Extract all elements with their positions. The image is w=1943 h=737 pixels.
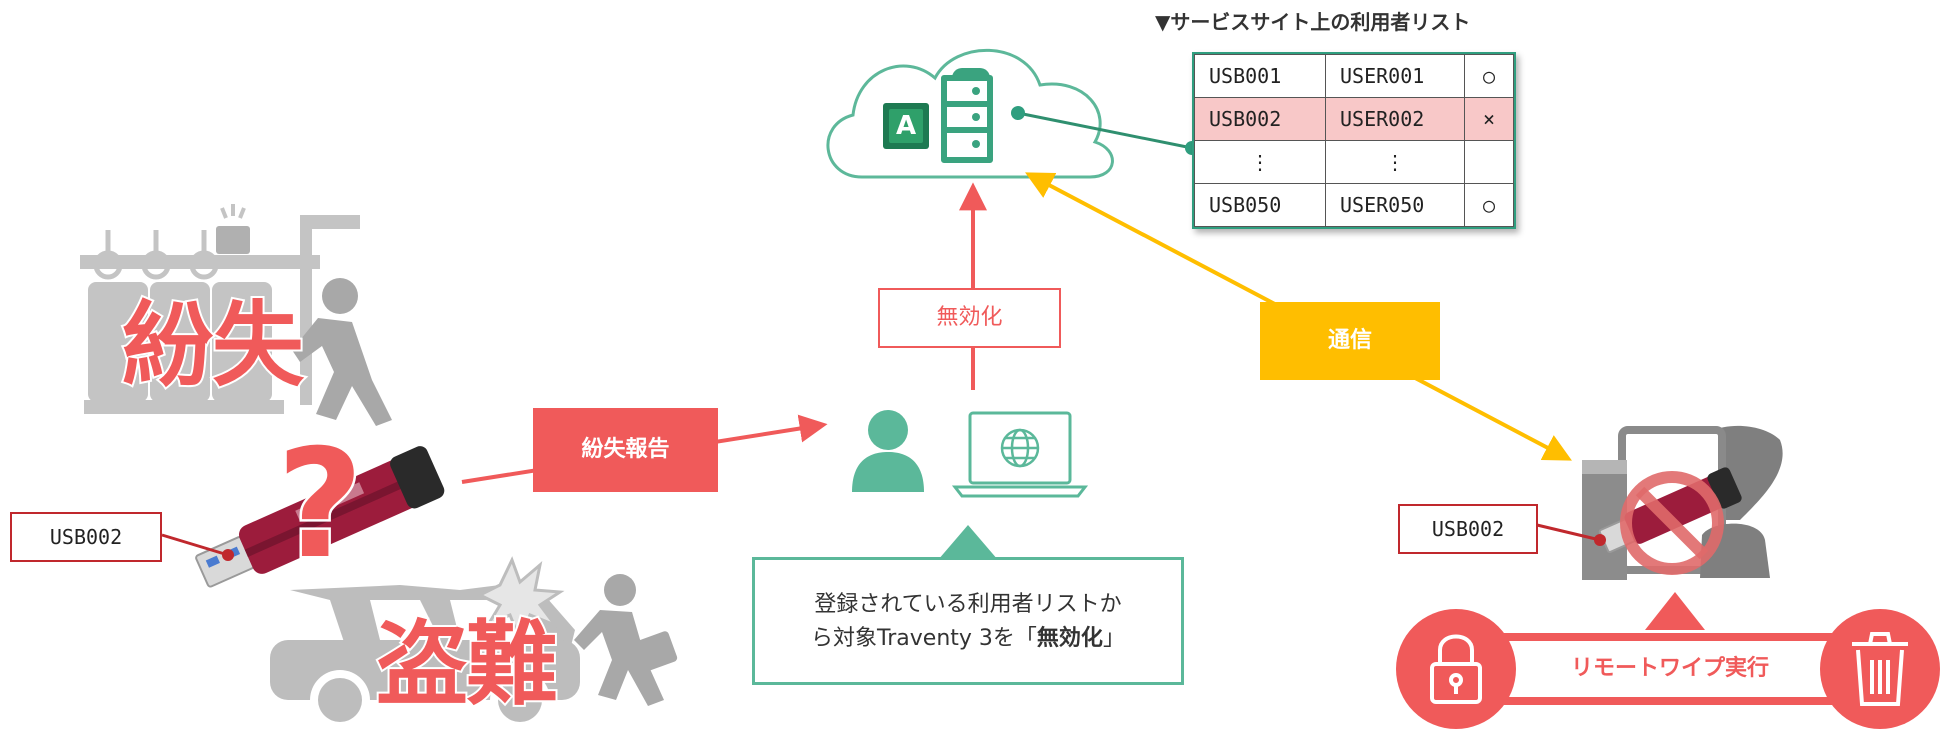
table-row: ⋮⋮ — [1194, 140, 1514, 184]
usb-id-cell: USB050 — [1194, 183, 1326, 227]
callout-pointer — [938, 525, 998, 560]
remote-wipe-label: リモートワイプ実行 — [1570, 656, 1769, 681]
padlock-icon — [1430, 634, 1482, 704]
database-icon — [941, 68, 993, 163]
car-scene-illustration — [270, 556, 678, 730]
prohibited-icon — [1620, 471, 1724, 575]
lost-label: 紛失 — [120, 292, 306, 399]
callout-line-2: ら対象Traventy 3を「無効化」 — [755, 622, 1181, 656]
list-title: ▼サービスサイト上の利用者リスト — [1155, 10, 1471, 34]
usb-id-cell: USB001 — [1194, 54, 1326, 98]
user-id-cell: ⋮ — [1325, 140, 1465, 184]
callout-box: 登録されている利用者リストか ら対象Traventy 3を「無効化」 — [752, 557, 1184, 685]
user-id-cell: USER001 — [1325, 54, 1465, 98]
laptop-icon — [951, 411, 1089, 498]
stolen-label: 盗難 — [374, 611, 560, 718]
lost-report-badge: 紛失報告 — [533, 408, 718, 492]
callout-line-2-suffix: 」 — [1102, 626, 1125, 651]
cloud-icon — [826, 48, 1114, 179]
user-icon — [852, 410, 924, 492]
globe-icon — [1000, 428, 1040, 468]
train-scene-illustration — [80, 204, 392, 426]
user-id-cell: USER002 — [1325, 97, 1465, 141]
wipe-pointer — [1645, 592, 1705, 630]
usb-right-connector — [1536, 523, 1601, 542]
callout-line-1: 登録されている利用者リストか — [814, 592, 1122, 617]
callout-line-2-bold: 無効化 — [1036, 626, 1103, 651]
usb-label-left: USB002 — [10, 512, 162, 562]
usb-id-cell: USB002 — [1194, 97, 1326, 141]
user-id-cell: USER050 — [1325, 183, 1465, 227]
status-cell — [1464, 140, 1514, 184]
usb-left-connector — [161, 533, 229, 557]
cloud-table-connector — [1017, 111, 1193, 150]
usb-id-cell: ⋮ — [1194, 140, 1326, 184]
question-mark-icon: ? — [274, 418, 366, 592]
status-cell: ○ — [1464, 183, 1514, 227]
app-logo-icon — [883, 103, 929, 149]
connector-dot — [222, 549, 234, 561]
remote-wipe-bar-inner — [1500, 641, 1840, 697]
status-cell: × — [1464, 97, 1514, 141]
disable-label: 無効化 — [878, 288, 1061, 348]
communication-badge: 通信 — [1260, 302, 1440, 380]
callout-line-2-prefix: ら対象Traventy 3を「 — [811, 626, 1037, 651]
trash-icon — [1852, 632, 1908, 706]
usb-drive-icon — [195, 446, 445, 588]
padlock-badge — [1396, 609, 1516, 729]
usb-label-right: USB002 — [1398, 504, 1538, 554]
connector-dot — [1594, 534, 1606, 546]
status-cell: ○ — [1464, 54, 1514, 98]
app-letter: A — [895, 111, 917, 141]
connector-dot — [1011, 106, 1025, 120]
